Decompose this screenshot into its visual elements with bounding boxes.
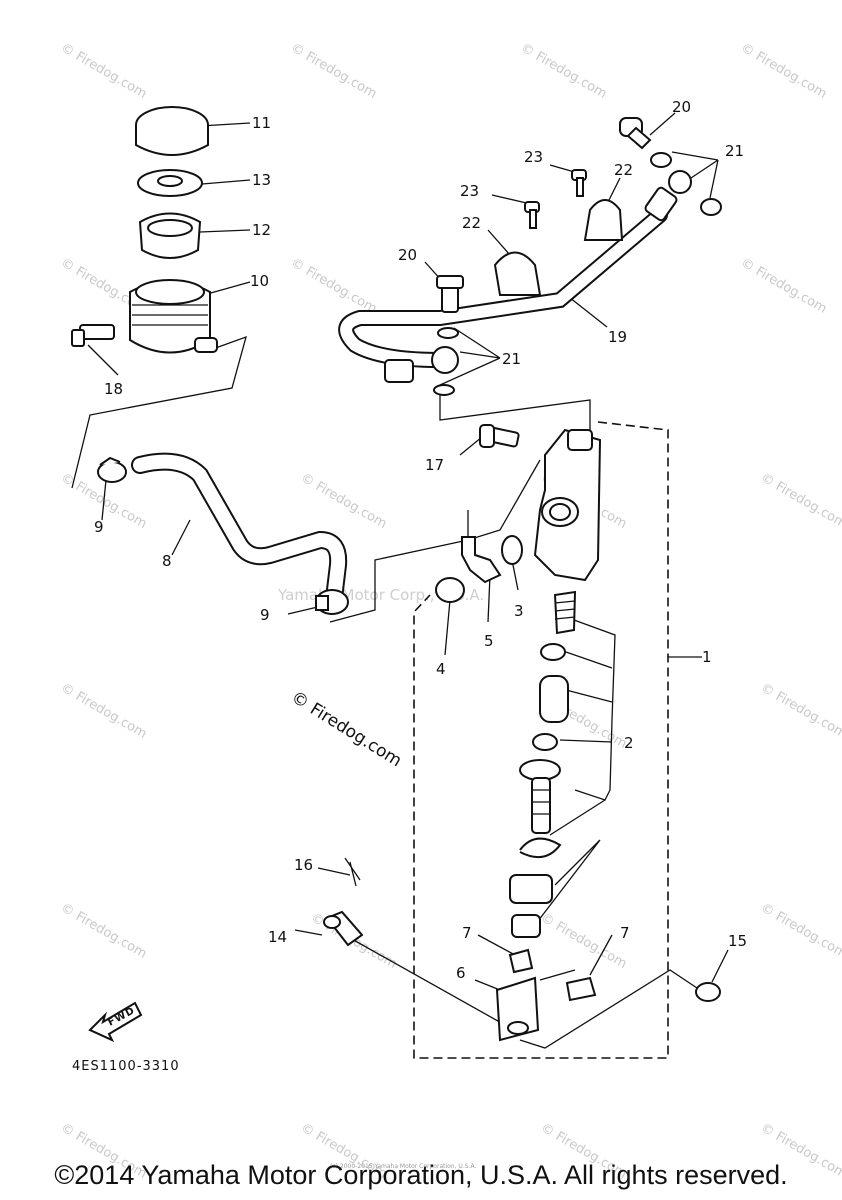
- reservoir-hose: [97, 452, 349, 615]
- callout-23a: 23: [460, 182, 479, 200]
- master-cylinder-group: [323, 424, 721, 1042]
- callout-14: 14: [268, 928, 287, 946]
- callout-19: 19: [608, 328, 627, 346]
- watermark: © Firedog.com: [58, 40, 149, 101]
- watermark-center: © Firedog.com: [287, 687, 405, 771]
- callout-20b: 20: [672, 98, 691, 116]
- callout-15: 15: [728, 932, 747, 950]
- callout-6: 6: [456, 964, 466, 982]
- callout-12: 12: [252, 221, 271, 239]
- watermark: © Firedog.com: [738, 40, 829, 101]
- assembly-outline: [413, 421, 669, 1059]
- watermark: © Firedog.com: [538, 910, 629, 971]
- callout-21a: 21: [502, 350, 521, 368]
- small-print: (c) 2000-2015 Yamaha Motor Corporation, …: [330, 1163, 477, 1170]
- callout-13: 13: [252, 171, 271, 189]
- watermark: © Firedog.com: [58, 900, 149, 961]
- watermark: © Firedog.com: [738, 255, 829, 316]
- watermark: © Firedog.com: [758, 900, 842, 961]
- diagram-code: 4ES1100-3310: [72, 1059, 180, 1074]
- watermark: © Firedog.com: [758, 680, 842, 741]
- callout-3: 3: [514, 602, 524, 620]
- callout-22a: 22: [462, 214, 481, 232]
- callout-9b: 9: [260, 606, 270, 624]
- callout-5: 5: [484, 632, 494, 650]
- callout-9a: 9: [94, 518, 104, 536]
- watermark: © Firedog.com: [288, 255, 379, 316]
- watermark: © Firedog.com: [288, 40, 379, 101]
- watermark: © Firedog.com: [298, 470, 389, 531]
- callout-21b: 21: [725, 142, 744, 160]
- fwd-arrow-icon: FWD: [88, 1001, 143, 1043]
- callout-23b: 23: [524, 148, 543, 166]
- callout-22b: 22: [614, 161, 633, 179]
- copyright-footer: ©2014 Yamaha Motor Corporation, U.S.A. A…: [54, 1160, 788, 1190]
- callout-20a: 20: [398, 246, 417, 264]
- callout-7a: 7: [462, 924, 472, 942]
- callout-2: 2: [624, 734, 634, 752]
- callout-17: 17: [425, 456, 444, 474]
- watermark-grid: © Firedog.com © Firedog.com © Firedog.co…: [58, 40, 842, 1181]
- reservoir-group: [71, 106, 218, 354]
- callout-labels: 1 2 3 4 5 6 7 7 8 9 9 10 11 12 13 14 15 …: [94, 98, 747, 982]
- callout-8: 8: [162, 552, 172, 570]
- callout-7b: 7: [620, 924, 630, 942]
- watermark: © Firedog.com: [758, 470, 842, 531]
- brake-hose-group: [338, 117, 722, 396]
- callout-10: 10: [250, 272, 269, 290]
- callout-11: 11: [252, 114, 271, 132]
- callout-18: 18: [104, 380, 123, 398]
- watermark: © Firedog.com: [58, 680, 149, 741]
- callout-16: 16: [294, 856, 313, 874]
- callout-4: 4: [436, 660, 446, 678]
- callout-1: 1: [702, 648, 712, 666]
- watermark: © Firedog.com: [518, 40, 609, 101]
